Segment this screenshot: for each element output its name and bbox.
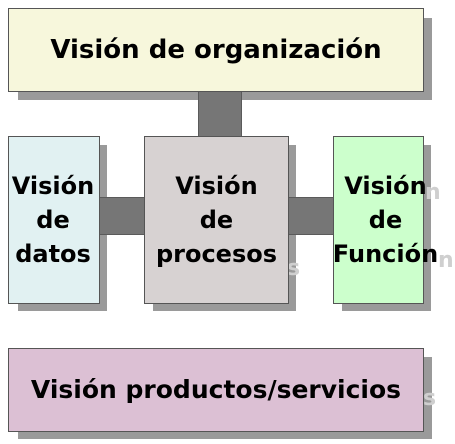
products-services-view-label: Visión productos/servicios <box>30 375 402 404</box>
right-shadow-text-fragment: n <box>425 180 441 205</box>
top-center-connector <box>198 90 242 138</box>
organization-view-box: Visión de organización <box>8 8 424 92</box>
organization-view-label: Visión de organización <box>50 35 382 65</box>
center-shadow-text-fragment: s <box>287 256 301 281</box>
process-view-box: Visión de procesos <box>144 136 289 304</box>
function-view-box: Visión de Función <box>333 136 438 304</box>
left-center-connector <box>99 197 146 235</box>
data-view-box: Visión de datos <box>8 136 100 304</box>
right-shadow-text-fragment-2: n <box>438 248 454 273</box>
function-view-label: Visión de Función <box>332 172 439 268</box>
bottom-shadow-text-fragment: s <box>423 386 437 411</box>
products-services-view-box: Visión productos/servicios <box>8 348 424 432</box>
process-view-label: Visión de procesos <box>155 172 278 268</box>
data-view-label: Visión de datos <box>11 172 95 268</box>
center-right-connector <box>288 197 335 235</box>
